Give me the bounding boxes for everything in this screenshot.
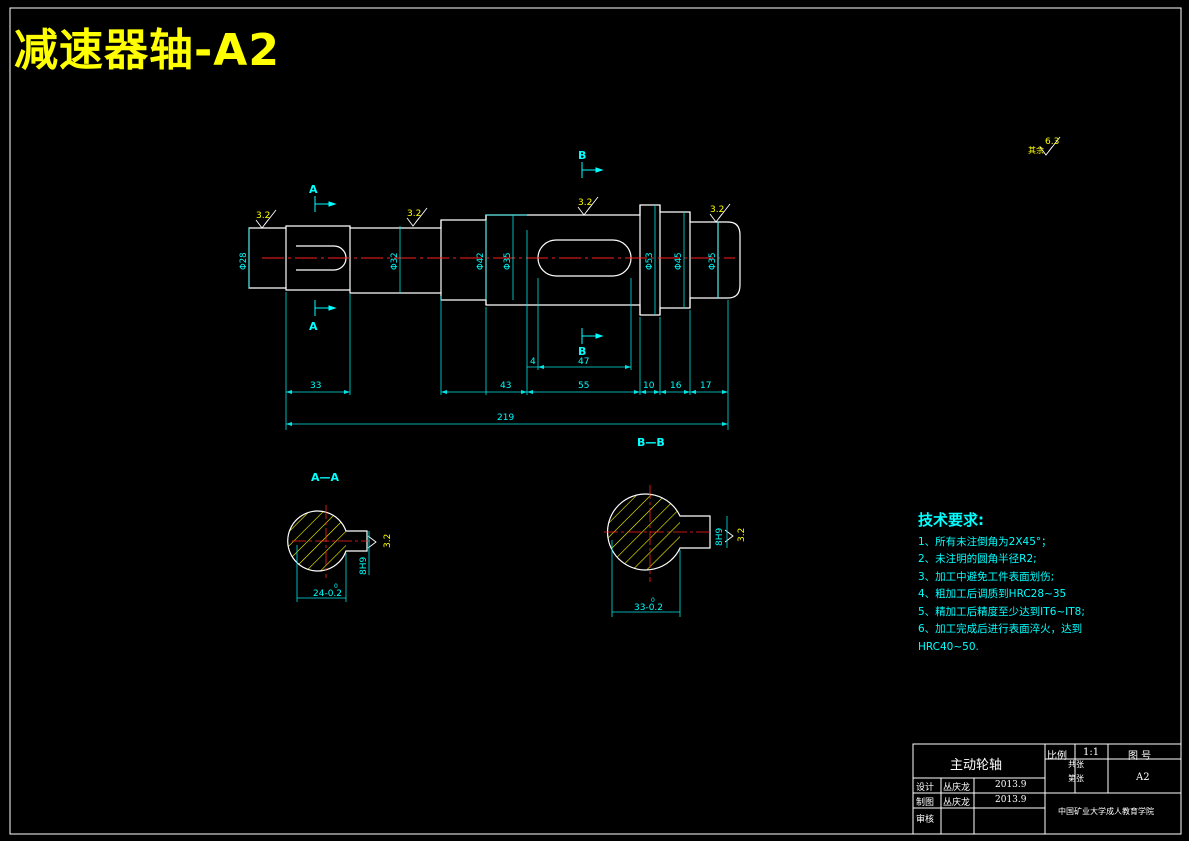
roughness-symbol-1	[255, 209, 277, 229]
note-item: 5、精加工后精度至少达到IT6~IT8;	[918, 605, 1085, 618]
sheet-label-a: 共张	[1068, 760, 1084, 769]
section-mark-a-top: A	[309, 183, 318, 196]
section-a-title: A—A	[311, 471, 340, 484]
scale-label: 比例	[1047, 751, 1067, 762]
roughness-corner-value: 6.3	[1045, 137, 1059, 147]
roughness-section-a: 3.2	[383, 534, 393, 548]
section-mark-b-top: B	[578, 149, 586, 162]
shaft-outline	[248, 204, 741, 316]
section-b-width: 8H9	[715, 528, 725, 546]
part-name: 主动轮轴	[950, 758, 1003, 773]
reviewer-label: 审核	[916, 815, 935, 825]
designer-name: 丛庆龙	[943, 783, 971, 793]
roughness-value-3: 3.2	[578, 198, 592, 208]
diameter-42: Φ42	[476, 252, 486, 270]
drafter-name: 丛庆龙	[943, 798, 971, 808]
organization: 中国矿业大学成人教育学院	[1058, 807, 1154, 816]
roughness-value-1: 3.2	[256, 211, 270, 221]
dimension-lines	[248, 205, 729, 430]
drawing-number: A2	[1136, 772, 1150, 783]
keyway-offset-4: 4	[530, 357, 536, 367]
section-mark-a-bottom: A	[309, 320, 318, 333]
roughness-symbol-corner	[1039, 136, 1061, 156]
sheet-label-b: 第张	[1068, 774, 1084, 783]
section-b-depth: 33-0.2	[634, 603, 663, 613]
roughness-symbol-section-b	[724, 529, 734, 543]
title-block-frame	[912, 743, 1182, 835]
length-17: 17	[700, 381, 711, 391]
note-item: 6、加工完成后进行表面淬火，达到	[918, 623, 1083, 635]
drafter-label: 制图	[916, 798, 935, 808]
keyway-right	[537, 239, 632, 277]
roughness-symbol-2	[406, 207, 428, 227]
keyway-length-47: 47	[578, 357, 589, 367]
draft-date: 2013.9	[995, 795, 1027, 805]
note-item: 1、所有未注倒角为2X45°；	[918, 535, 1052, 548]
total-length-219: 219	[497, 413, 514, 423]
length-55: 55	[578, 381, 589, 391]
length-16: 16	[670, 381, 682, 391]
sheet-border	[9, 7, 1182, 835]
section-b-depth-tol: 0	[651, 597, 655, 604]
note-item: 2、未注明的圆角半径R2;	[918, 553, 1037, 565]
roughness-symbol-section-a	[367, 535, 377, 549]
roughness-corner-label: 其余	[1028, 145, 1044, 155]
roughness-value-2: 3.2	[407, 209, 421, 219]
drawing-number-label: 图 号	[1128, 751, 1152, 762]
note-item: HRC40~50.	[918, 640, 979, 653]
section-a-depth: 24-0.2	[313, 589, 342, 599]
drawing-title: 减速器轴-A2	[14, 25, 280, 76]
note-item: 4、粗加工后调质到HRC28~35	[918, 588, 1067, 600]
scale-value: 1:1	[1083, 747, 1100, 758]
diameter-45: Φ45	[674, 252, 684, 270]
diameter-32: Φ32	[390, 252, 400, 270]
diameter-53: Φ53	[645, 252, 655, 270]
section-a-depth-tol: 0	[334, 583, 338, 590]
section-b-title: B—B	[637, 436, 665, 449]
roughness-symbol-4	[709, 203, 731, 223]
section-a-width: 8H9	[359, 557, 369, 575]
diameter-35a: Φ35	[503, 252, 513, 270]
length-33: 33	[310, 381, 321, 391]
diameter-28: Φ28	[239, 252, 249, 270]
technical-requirements: 技术要求: 1、所有未注倒角为2X45°； 2、未注明的圆角半径R2; 3、加工…	[918, 511, 1085, 656]
roughness-section-b: 3.2	[737, 528, 747, 542]
section-mark-b-bottom: B	[578, 345, 586, 358]
length-10: 10	[643, 381, 655, 391]
diameter-35b: Φ35	[708, 252, 718, 270]
section-b-view	[604, 485, 728, 617]
section-a-view	[287, 505, 370, 602]
notes-heading: 技术要求:	[918, 511, 984, 529]
designer-label: 设计	[916, 783, 935, 793]
design-date: 2013.9	[995, 780, 1027, 790]
note-item: 3、加工中避免工件表面划伤;	[918, 570, 1055, 583]
length-43: 43	[500, 381, 511, 391]
roughness-symbol-3	[577, 196, 599, 216]
dimension-arrows	[286, 365, 728, 426]
roughness-value-4: 3.2	[710, 205, 724, 215]
